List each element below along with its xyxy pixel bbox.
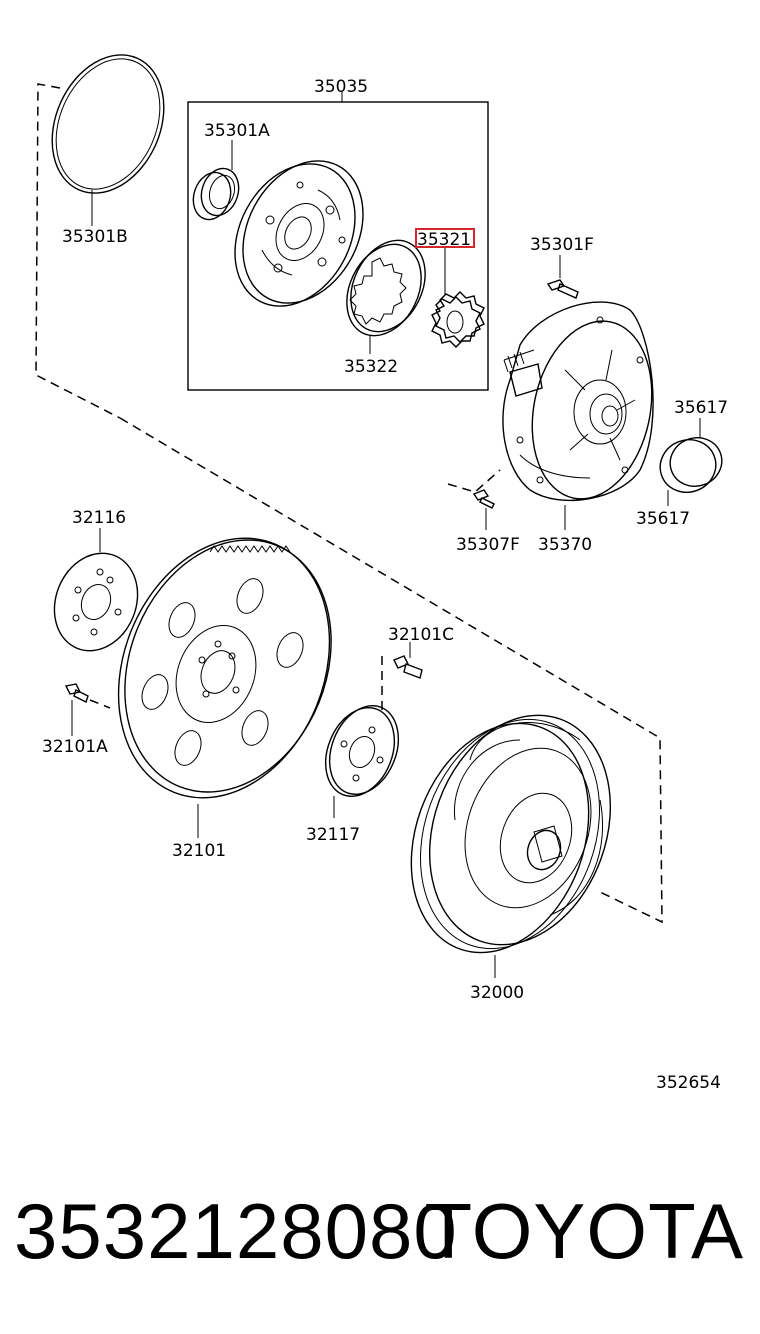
seal-rings-35617	[659, 418, 723, 506]
spacer-plate-32116	[53, 528, 139, 652]
bolt-35301F	[546, 255, 579, 299]
highlight-box-35321	[415, 228, 475, 248]
driven-gear-35322	[346, 239, 426, 354]
part-number: 3532128080	[14, 1187, 458, 1275]
label-35322: 35322	[344, 357, 398, 377]
label-32116: 32116	[72, 508, 126, 528]
o-ring-35301B	[51, 54, 165, 226]
label-32101C: 32101C	[388, 625, 454, 645]
oil-seal-35301A	[192, 140, 240, 221]
label-35035: 35035	[314, 77, 368, 97]
label-35370: 35370	[538, 535, 592, 555]
pump-body-plate	[234, 160, 364, 307]
label-32000: 32000	[470, 983, 524, 1003]
label-35617-bottom: 35617	[636, 509, 690, 529]
label-35301A: 35301A	[204, 121, 270, 141]
label-35301B: 35301B	[62, 227, 128, 247]
label-35307F: 35307F	[456, 535, 520, 555]
label-32117: 32117	[306, 825, 360, 845]
torque-converter-32000	[410, 714, 612, 978]
spacer-plate-32117	[324, 704, 400, 818]
parts-diagram: 35301B 35035 35301A 35322	[35, 54, 728, 1093]
pump-body-group-box	[187, 92, 489, 391]
assembly-dashed-outline	[35, 83, 663, 924]
label-35321: 35321	[417, 230, 471, 250]
drive-plate-32101	[117, 537, 332, 838]
bolt-32101C	[381, 642, 423, 710]
drive-gear-35321	[431, 247, 485, 348]
brand-name: TOYOTA	[424, 1187, 744, 1275]
bolt-35307F	[447, 469, 501, 530]
bolt-32101A	[64, 683, 111, 736]
footer: 3532128080 TOYOTA	[0, 1185, 760, 1285]
figure-number: 352654	[656, 1073, 721, 1093]
label-32101: 32101	[172, 841, 226, 861]
label-35617-top: 35617	[674, 398, 728, 418]
label-32101A: 32101A	[42, 737, 108, 757]
pump-cover-35370	[502, 301, 654, 530]
label-35301F: 35301F	[530, 235, 594, 255]
